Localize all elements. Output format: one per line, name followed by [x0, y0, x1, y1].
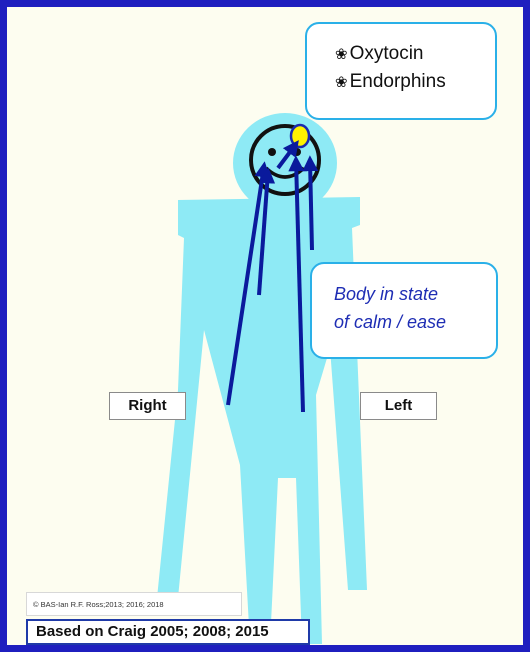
eye-right — [268, 148, 276, 156]
body-state-callout: Body in state of calm / ease — [310, 262, 498, 359]
state-line-1: Body in state — [334, 280, 496, 308]
flower-icon: ❀ — [335, 45, 348, 63]
brain-highlight-icon — [291, 125, 309, 147]
citation-box: Based on Craig 2005; 2008; 2015 — [26, 619, 310, 645]
right-side-label: Right — [109, 392, 186, 420]
flower-icon: ❀ — [335, 73, 348, 91]
arrow-4 — [310, 160, 312, 250]
hormone-item: ❀Endorphins — [335, 68, 495, 96]
hormones-callout: ❀Oxytocin ❀Endorphins — [305, 22, 497, 120]
copyright-note: © BAS-Ian R.F. Ross;2013; 2016; 2018 — [26, 592, 242, 616]
hormone-label: Endorphins — [350, 71, 446, 92]
hormone-label: Oxytocin — [350, 43, 424, 64]
hormone-item: ❀Oxytocin — [335, 40, 495, 68]
left-side-label: Left — [360, 392, 437, 420]
state-line-2: of calm / ease — [334, 308, 496, 336]
